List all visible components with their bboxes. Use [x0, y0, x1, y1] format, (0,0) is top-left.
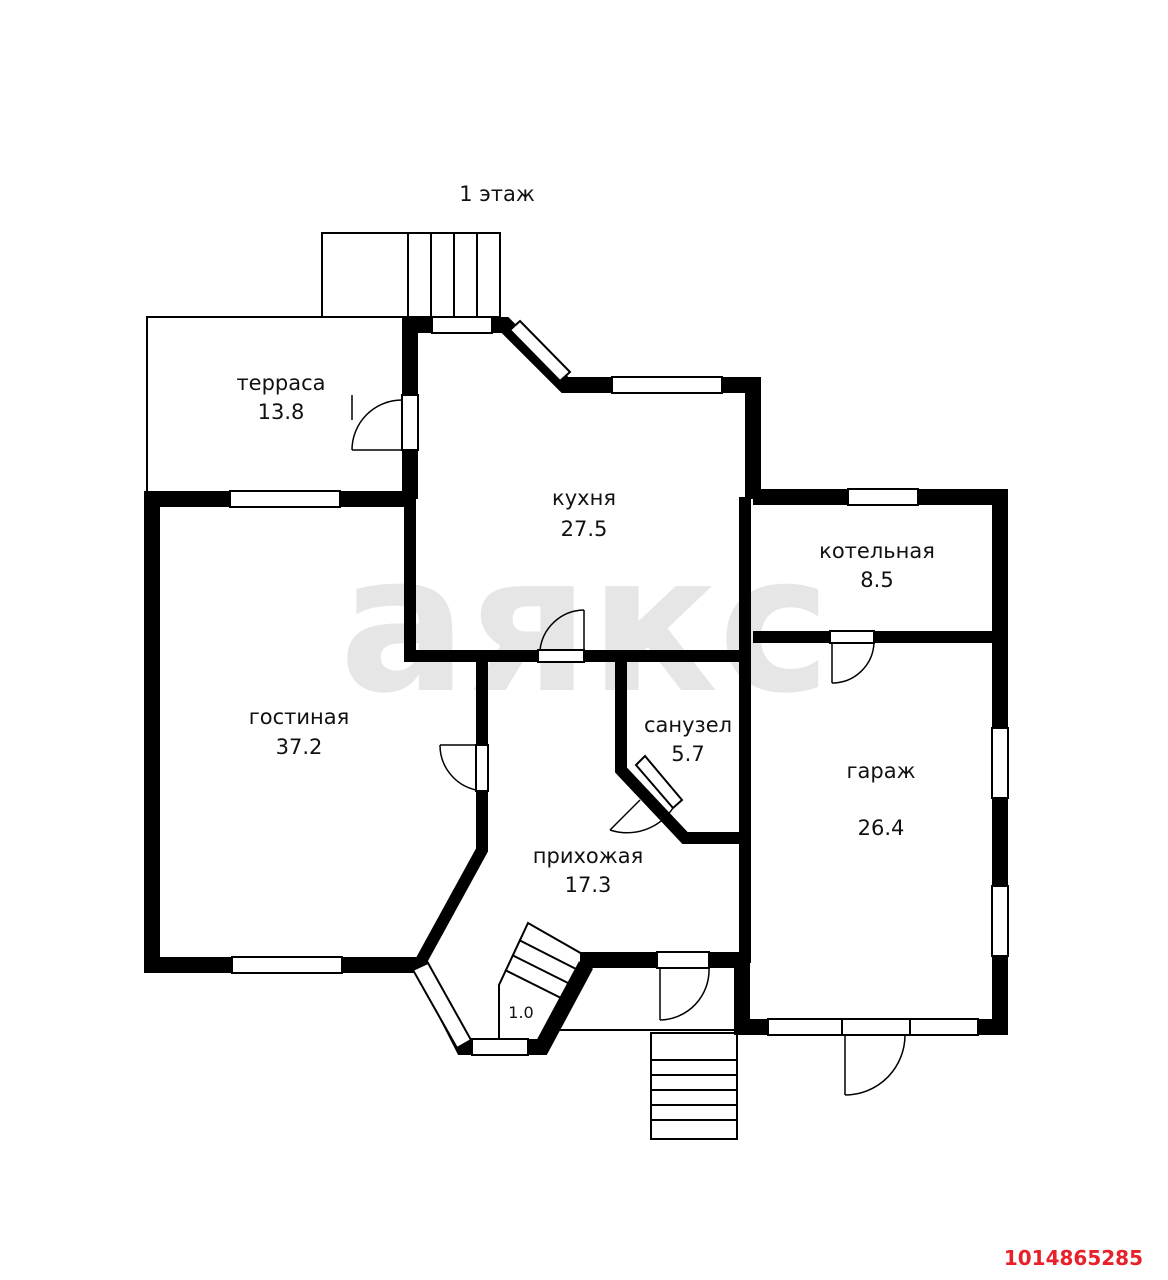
- room-kitchen-area: 27.5: [561, 517, 608, 541]
- vestibule-outline: [498, 921, 744, 1040]
- bottom-staircase: [650, 1032, 738, 1140]
- room-kitchen-name: кухня: [552, 486, 616, 510]
- room-terrace-area: 13.8: [258, 400, 305, 424]
- room-garage-name: гараж: [846, 759, 915, 783]
- room-boiler-name: котельная: [819, 539, 935, 563]
- floor-title: 1 этаж: [459, 182, 535, 206]
- windows: [229, 316, 1009, 1056]
- room-vestibule-area: 1.0: [508, 1003, 533, 1022]
- room-living-name: гостиная: [249, 705, 350, 729]
- interior-walls: [404, 497, 1000, 966]
- listing-id: 1014865285: [1004, 1246, 1143, 1270]
- terrace-outline: [146, 316, 408, 493]
- room-living-area: 37.2: [276, 735, 323, 759]
- top-staircase: [321, 232, 501, 318]
- room-bathroom-name: санузел: [644, 713, 732, 737]
- room-hallway-name: прихожая: [533, 844, 643, 868]
- room-hallway-area: 17.3: [565, 873, 612, 897]
- room-terrace-name: терраса: [236, 371, 325, 395]
- room-garage-area: 26.4: [858, 816, 905, 840]
- doors: [351, 394, 906, 1096]
- room-bathroom-area: 5.7: [671, 742, 704, 766]
- room-boiler-area: 8.5: [860, 568, 893, 592]
